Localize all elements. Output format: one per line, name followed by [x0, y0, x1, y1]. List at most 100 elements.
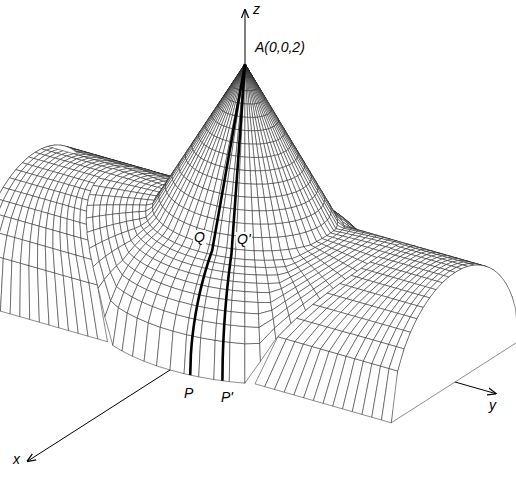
mesh-cell [251, 197, 259, 210]
mesh-cell [10, 261, 20, 317]
mesh-cell [113, 213, 120, 224]
mesh-cell [264, 260, 275, 267]
mesh-cell [241, 130, 245, 144]
mesh-cell [106, 205, 113, 215]
mesh-cell [203, 308, 218, 324]
mesh-cell [231, 312, 245, 327]
mesh-cell [245, 302, 259, 314]
mesh-cell [119, 205, 126, 214]
mesh-cell [252, 211, 260, 225]
mesh-cell [245, 283, 257, 293]
mesh-cell [60, 217, 67, 234]
mesh-cell [235, 249, 245, 259]
mesh-cell [263, 251, 274, 261]
mesh-cell [245, 91, 247, 104]
mesh-cell [218, 233, 228, 248]
mesh-cell [238, 196, 245, 210]
mesh-cell [391, 265, 516, 423]
mesh-cell [245, 117, 248, 130]
mesh-cell [139, 205, 146, 212]
mesh-cell [245, 210, 253, 224]
mesh-cell [74, 208, 81, 223]
mesh-cell [93, 205, 100, 217]
mesh-cell [245, 267, 256, 275]
mesh-cell [245, 130, 249, 144]
mesh-cell [106, 214, 113, 226]
mesh-cell [240, 157, 245, 171]
mesh-cell [260, 328, 276, 361]
mesh-cell [245, 197, 252, 211]
mesh-cell [240, 143, 245, 157]
mesh-cell [232, 290, 245, 301]
mesh-cell [238, 183, 244, 197]
mesh-cell [20, 240, 30, 266]
mesh-cell [231, 300, 245, 313]
mesh-cell [245, 144, 250, 158]
mesh-cell [234, 266, 245, 275]
mesh-cell [67, 219, 74, 236]
mesh-cell [20, 263, 30, 319]
mesh-cell [245, 313, 259, 327]
mesh-cell [245, 260, 255, 268]
mesh-cell [245, 157, 250, 171]
mesh-cell [199, 338, 215, 380]
mesh-cell [245, 104, 248, 117]
mesh-cell [67, 206, 74, 221]
mesh-cell [245, 250, 255, 260]
mesh-cell [133, 205, 140, 212]
mesh-cell [233, 273, 245, 282]
surface-mesh [0, 64, 516, 423]
mesh-cell [257, 292, 270, 302]
mesh-cell [239, 170, 245, 184]
mesh-cell [99, 215, 106, 228]
mesh-cell [250, 171, 256, 184]
mesh-cell [0, 258, 11, 314]
mesh-cell [260, 224, 269, 237]
mesh-cell [266, 267, 278, 275]
mesh-cell [170, 331, 187, 374]
mesh-cell [255, 267, 267, 275]
mesh-cell [246, 77, 248, 90]
mesh-cell [249, 157, 255, 170]
mesh-cell [245, 170, 251, 184]
mesh-cell [80, 223, 88, 241]
mesh-cell [93, 216, 100, 230]
mesh-cell [237, 210, 245, 224]
mesh-cell [38, 226, 46, 246]
mesh-cell [45, 228, 53, 248]
mesh-cell [86, 217, 93, 232]
mesh-cell [245, 184, 251, 198]
mesh-cell [53, 230, 61, 251]
mesh-cell [245, 327, 260, 344]
mesh-cell [126, 205, 133, 213]
mesh-cell [86, 205, 93, 218]
mesh-cell [251, 184, 258, 197]
mesh-cell [255, 260, 266, 267]
mesh-cell [38, 244, 47, 270]
mesh-cell [253, 224, 262, 238]
mesh-cell [99, 205, 106, 216]
mesh-cell [246, 77, 249, 90]
mesh-cell [80, 210, 86, 225]
mesh-cell [235, 259, 245, 267]
mesh-cell [257, 283, 270, 292]
mesh-cell [262, 237, 272, 250]
mesh-cell [256, 275, 268, 284]
mesh-cell [53, 215, 61, 232]
mesh-cell [220, 220, 229, 234]
mesh-cell [29, 242, 38, 268]
mesh-cell [113, 205, 120, 214]
mesh-cell [230, 325, 245, 344]
mesh-cell [229, 342, 245, 383]
mesh-cell [254, 251, 264, 261]
mesh-cell [253, 237, 263, 251]
mesh-cell [201, 321, 217, 341]
mesh-cell [267, 275, 280, 284]
mesh-cell [119, 213, 126, 223]
mesh-cell [245, 292, 258, 303]
mesh-cell [233, 281, 245, 291]
mesh-cell [245, 274, 257, 283]
mesh-cell [126, 212, 133, 221]
